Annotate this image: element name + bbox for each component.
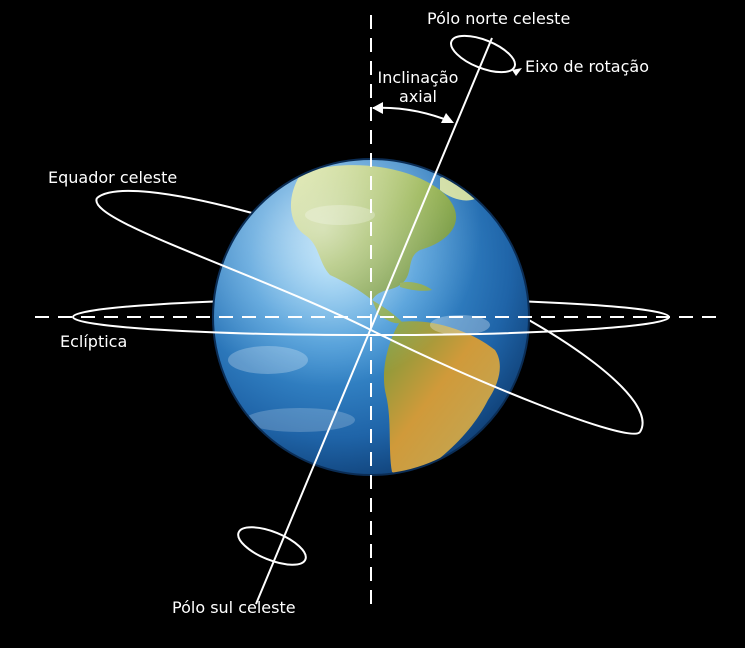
celestial-equator-label: Equador celeste [48,168,177,187]
axial-tilt-label-line1: Inclinação [378,68,459,87]
north-pole-label: Pólo norte celeste [427,9,570,28]
south-pole-label: Pólo sul celeste [172,598,296,617]
axial-tilt-label-line2: axial [399,87,437,106]
axial-tilt-arc [373,108,452,122]
tilt-arrow-left-icon [372,102,383,114]
rotation-axis-label: Eixo de rotação [525,57,649,76]
ecliptic-label: Eclíptica [60,332,127,351]
